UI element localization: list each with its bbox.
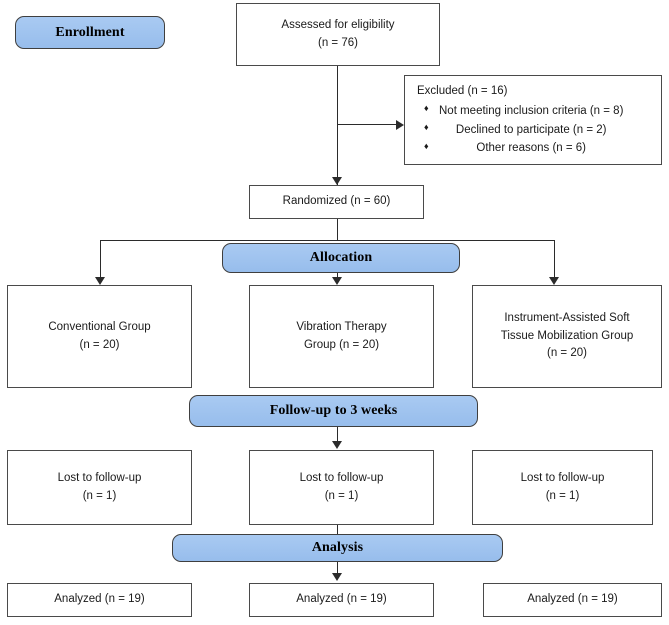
stage-banner-enrollment-label: Enrollment (55, 24, 125, 40)
node-excluded-reason-item: ♦ Declined to participate (n = 2) (424, 121, 623, 140)
node-excluded-reason-item: ♦ Not meeting inclusion criteria (n = 8) (424, 102, 623, 121)
node-lost-to-followup-2-line-2: (n = 1) (324, 489, 359, 502)
node-lost-to-followup-1-line-1: Lost to follow-up (57, 471, 142, 484)
arrow-to-group-1 (95, 277, 105, 285)
node-allocation-group-3: Instrument-Assisted Soft Tissue Mobiliza… (472, 285, 662, 388)
node-lost-to-followup-3-line-1: Lost to follow-up (520, 471, 605, 484)
node-excluded-reason-list: ♦ Not meeting inclusion criteria (n = 8)… (417, 102, 623, 158)
node-allocation-group-1-line-2: (n = 20) (79, 338, 120, 351)
diamond-bullet-icon: ♦ (424, 103, 429, 114)
node-analyzed-3: Analyzed (n = 19) (483, 583, 662, 617)
arrow-to-randomized (332, 177, 342, 185)
stage-banner-allocation: Allocation (222, 243, 460, 273)
node-allocation-group-2-line-2: Group (n = 20) (303, 338, 380, 351)
node-assessed-for-eligibility: Assessed for eligibility (n = 76) (236, 3, 440, 66)
connector-assessed-to-randomized (337, 66, 339, 185)
node-analyzed-2-label: Analyzed (n = 19) (296, 593, 387, 606)
connector-followup-center-drop (337, 427, 339, 443)
node-excluded: Excluded (n = 16) ♦ Not meeting inclusio… (404, 75, 662, 165)
node-lost-to-followup-1: Lost to follow-up (n = 1) (7, 450, 192, 525)
connector-lost-to-analysis (337, 525, 339, 535)
node-lost-to-followup-1-line-2: (n = 1) (82, 489, 117, 502)
node-assessed-line-1: Assessed for eligibility (281, 18, 395, 31)
arrow-to-group-2 (332, 277, 342, 285)
arrow-to-group-3 (549, 277, 559, 285)
node-excluded-reason-label: Other reasons (n = 6) (476, 142, 587, 155)
diamond-bullet-icon: ♦ (424, 140, 429, 151)
node-lost-to-followup-3: Lost to follow-up (n = 1) (472, 450, 653, 525)
arrow-to-lost-followup-2 (332, 441, 342, 449)
node-lost-to-followup-2-line-1: Lost to follow-up (299, 471, 384, 484)
node-allocation-group-2: Vibration Therapy Group (n = 20) (249, 285, 434, 388)
node-lost-to-followup-2: Lost to follow-up (n = 1) (249, 450, 434, 525)
node-assessed-line-2: (n = 76) (318, 36, 358, 49)
arrow-to-analyzed-2 (332, 573, 342, 581)
node-excluded-reason-label: Not meeting inclusion criteria (n = 8) (439, 104, 624, 117)
node-allocation-group-3-line-1: Instrument-Assisted Soft (504, 311, 630, 324)
connector-allocation-left-drop (100, 240, 102, 278)
stage-banner-enrollment: Enrollment (15, 16, 165, 49)
arrow-to-excluded (396, 120, 404, 130)
connector-allocation-right-drop (554, 240, 556, 278)
connector-analysis-center-drop (337, 562, 339, 575)
connector-randomized-stem (337, 219, 339, 241)
node-lost-to-followup-3-line-2: (n = 1) (545, 489, 580, 502)
connector-allocation-center-drop (337, 272, 339, 278)
stage-banner-followup-label: Follow-up to 3 weeks (269, 403, 398, 418)
stage-banner-analysis-label: Analysis (311, 540, 364, 555)
node-allocation-group-1: Conventional Group (n = 20) (7, 285, 192, 388)
stage-banner-followup: Follow-up to 3 weeks (189, 395, 478, 427)
node-allocation-group-2-line-1: Vibration Therapy (296, 320, 387, 333)
node-allocation-group-3-line-2: Tissue Mobilization Group (500, 329, 634, 342)
connector-allocation-split-bar (100, 240, 555, 242)
node-analyzed-2: Analyzed (n = 19) (249, 583, 434, 617)
node-allocation-group-1-line-1: Conventional Group (48, 320, 151, 333)
node-excluded-reason-item: ♦ Other reasons (n = 6) (424, 139, 623, 158)
node-allocation-group-3-line-3: (n = 20) (547, 347, 587, 360)
connector-assessed-to-excluded (337, 124, 397, 126)
node-randomized: Randomized (n = 60) (249, 185, 424, 219)
node-analyzed-1: Analyzed (n = 19) (7, 583, 192, 617)
node-randomized-label: Randomized (n = 60) (282, 195, 391, 208)
node-excluded-title: Excluded (n = 16) (417, 85, 508, 98)
stage-banner-allocation-label: Allocation (309, 250, 373, 265)
node-excluded-reason-label: Declined to participate (n = 2) (455, 123, 607, 136)
diamond-bullet-icon: ♦ (424, 122, 429, 132)
stage-banner-analysis: Analysis (172, 534, 503, 562)
node-analyzed-1-label: Analyzed (n = 19) (54, 593, 145, 606)
node-analyzed-3-label: Analyzed (n = 19) (527, 593, 618, 606)
